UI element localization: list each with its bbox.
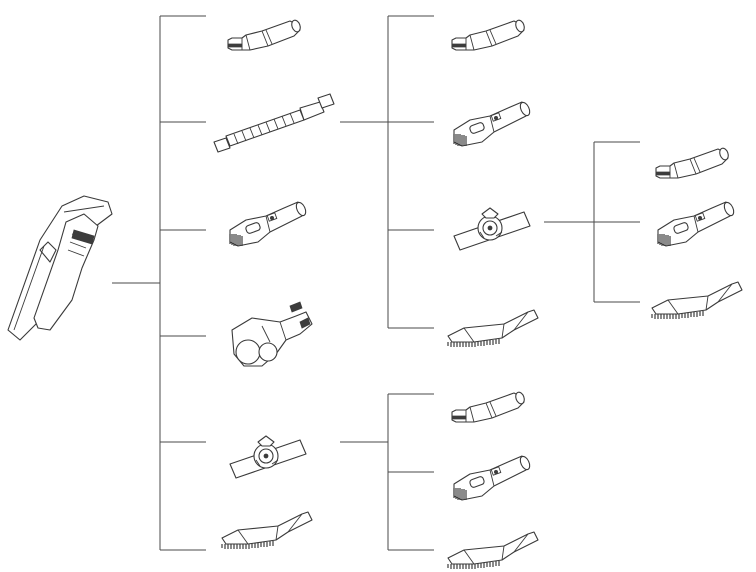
- extension-hose-icon: [213, 93, 335, 153]
- dusting-brush-icon: [447, 531, 539, 570]
- crevice-tool-icon: [655, 146, 731, 179]
- dusting-brush-icon: [651, 281, 743, 320]
- handheld-vacuum-icon: [7, 195, 113, 341]
- accessory-mini-turbo-brush: [229, 200, 309, 247]
- crevice-tool-icon: [451, 18, 527, 51]
- dusting-brush-icon: [221, 511, 313, 550]
- connector-lines: [112, 15, 640, 551]
- motorized-head-icon: [231, 301, 313, 367]
- hose-swivel-combinations: [651, 146, 743, 320]
- mini-turbo-brush-icon: [657, 200, 737, 247]
- swivel-adapter-icon: [453, 207, 531, 251]
- swivel-combinations: [447, 390, 539, 570]
- mini-turbo-brush-icon: [453, 100, 533, 147]
- accessory-crevice-tool: [227, 18, 303, 51]
- crevice-tool-icon: [227, 18, 303, 51]
- mini-turbo-brush-icon: [229, 200, 309, 247]
- crevice-tool-icon: [451, 390, 527, 423]
- mini-turbo-brush-icon: [453, 454, 533, 501]
- hose-combinations: [447, 18, 539, 348]
- accessory-dusting-brush: [221, 511, 313, 550]
- accessory-swivel-adapter: [229, 435, 307, 479]
- swivel-adapter-icon: [229, 435, 307, 479]
- dusting-brush-icon: [447, 309, 539, 348]
